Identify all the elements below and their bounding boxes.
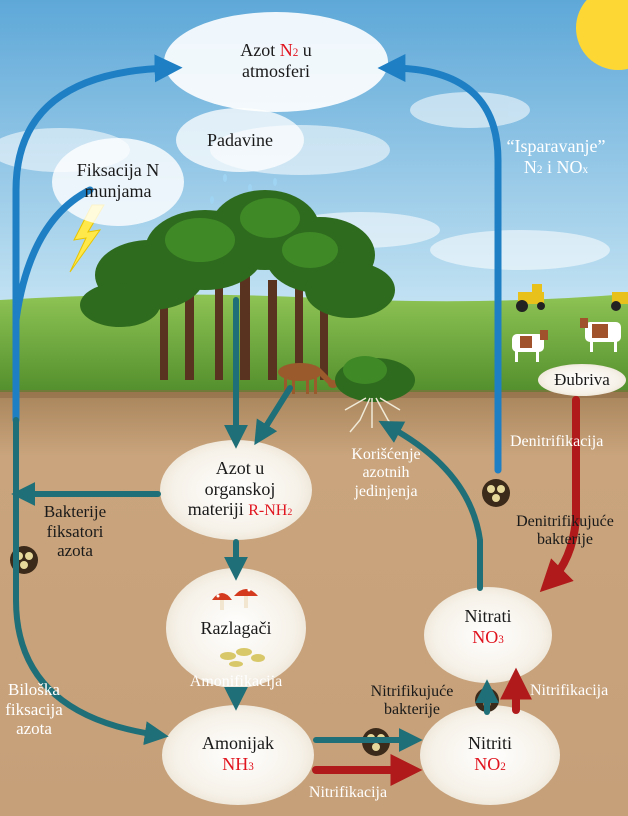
label-evaporation: “Isparavanje” N2 i NOx [490, 136, 622, 177]
label-organic-nitrogen: Azot u organskoj materiji R-NH2 [160, 458, 320, 521]
label-amonifikacija: Amonifikacija [166, 673, 306, 691]
formula-nh3: NH3 [222, 754, 254, 774]
label-biological-fixation: Biloška fiksacija azota [0, 680, 68, 739]
label-nitrati: Nitrati NO3 [432, 606, 544, 647]
label-nitrification-bottom: Nitrifikacija [290, 784, 406, 802]
label-lightning-fixation: Fiksacija N munjama [58, 160, 178, 201]
formula-n2: N2 [280, 40, 299, 60]
bacteria-cluster-icon-denitrifying [482, 479, 510, 507]
label-azot-suffix: u [298, 40, 312, 60]
label-djubriva: Đubriva [544, 370, 620, 390]
formula-r-nh2: R-NH2 [248, 502, 292, 519]
label-atmosferi: atmosferi [242, 61, 310, 81]
label-atmospheric-nitrogen: Azot N2 u atmosferi [200, 40, 352, 81]
label-nitrification-right: Nitrifikacija [530, 682, 628, 700]
formula-no3: NO3 [472, 627, 504, 647]
label-nitrogen-compounds-use: Korišćenje azotnih jedinjenja [326, 446, 446, 501]
label-nitrifying-bacteria: Nitrifikujuće bakterije [352, 683, 472, 720]
label-denitrification: Denitrifikacija [510, 433, 628, 451]
label-amonijak: Amonijak NH3 [180, 733, 296, 774]
label-fixing-bacteria: Bakterije fiksatori azota [30, 502, 120, 561]
label-razlagaci: Razlagači [180, 618, 292, 639]
label-azot-prefix: Azot [240, 40, 280, 60]
label-denitrifying-bacteria: Denitrifikujuće bakterije [502, 513, 628, 550]
label-padavine: Padavine [184, 130, 296, 151]
formula-no2: NO2 [474, 754, 506, 774]
label-nitriti: Nitriti NO2 [436, 733, 544, 774]
